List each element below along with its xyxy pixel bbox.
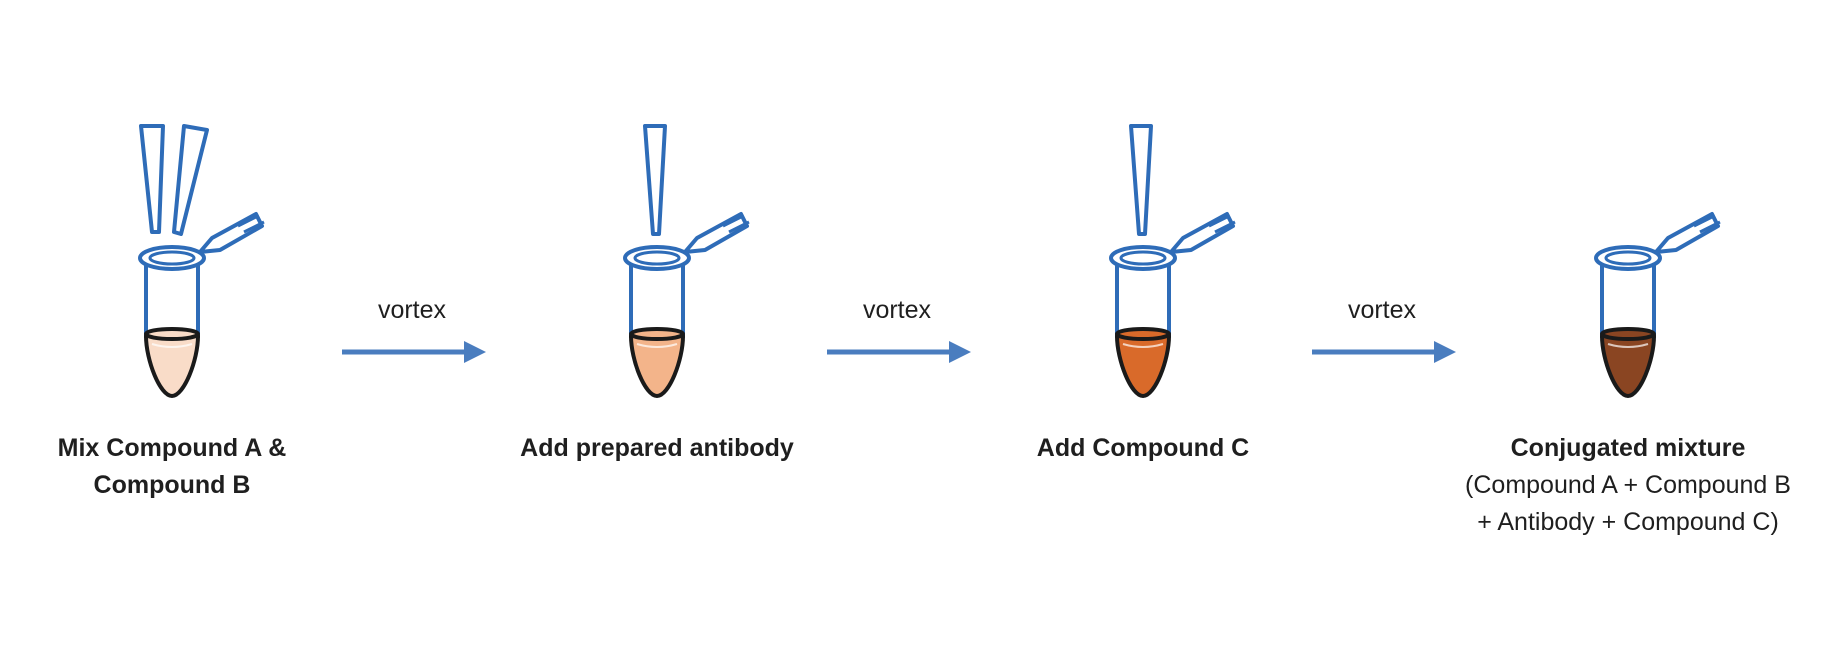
pipette-tip-icon — [643, 124, 667, 236]
step-2-label: Add prepared antibody — [520, 430, 794, 467]
step-2-label-line-1: Add prepared antibody — [520, 434, 794, 462]
tube-1 — [138, 124, 265, 398]
tube-cap-strap — [683, 212, 749, 254]
liquid-surface — [1600, 327, 1656, 341]
tube-opening — [148, 250, 196, 266]
liquid-highlight — [1122, 343, 1164, 348]
tube-3 — [1109, 124, 1236, 398]
liquid-highlight — [636, 343, 678, 348]
tube-body-upper — [629, 264, 685, 338]
tube-body-upper — [1600, 264, 1656, 338]
step-4-sub-line-2: + Antibody + Compound C) — [1477, 508, 1779, 536]
step-1-label-line-1: Mix Compound A & — [57, 434, 287, 462]
tube-2 — [623, 124, 750, 398]
pipette-tip-icon — [172, 124, 209, 236]
vortex-label-1: vortex — [377, 296, 447, 324]
tube-liquid — [629, 334, 685, 398]
step-1-label-line-2: Compound B — [93, 471, 251, 499]
tube-body-upper — [1115, 264, 1171, 338]
tube-opening — [1119, 250, 1167, 266]
pipette-tip-icon — [139, 124, 165, 234]
liquid-highlight — [151, 343, 193, 348]
liquid-surface — [1115, 327, 1171, 341]
liquid-highlight — [1607, 343, 1649, 348]
step-3-label: Add Compound C — [1037, 430, 1249, 467]
tube-opening — [633, 250, 681, 266]
arrow-head-icon — [464, 341, 486, 363]
tube-body-upper — [144, 264, 200, 338]
tube-cap-tab — [1693, 214, 1721, 234]
tube-liquid — [1600, 334, 1656, 398]
arrow-head-icon — [1434, 341, 1456, 363]
tube-liquid — [1115, 334, 1171, 398]
tube-cap-tab — [1208, 214, 1236, 234]
tube-liquid — [144, 334, 200, 398]
vortex-label-2: vortex — [862, 296, 932, 324]
arrow-head-icon — [949, 341, 971, 363]
tube-cap-strap — [198, 212, 264, 254]
step-4-label: Conjugated mixture (Compound A + Compoun… — [1465, 430, 1791, 541]
tube-cap-strap — [1654, 212, 1720, 254]
pipette-tip-icon — [1129, 124, 1153, 236]
step-4-sub-line-1: (Compound A + Compound B — [1465, 471, 1791, 499]
liquid-surface — [629, 327, 685, 341]
tube-opening — [1604, 250, 1652, 266]
vortex-arrow-2 — [827, 341, 971, 363]
step-3-label-line-1: Add Compound C — [1036, 434, 1250, 462]
tube-4 — [1594, 212, 1721, 398]
vortex-label-3: vortex — [1347, 296, 1417, 324]
liquid-surface — [144, 327, 200, 341]
tube-cap-tab — [722, 214, 750, 234]
vortex-arrow-3 — [1312, 341, 1456, 363]
step-4-label-line-1: Conjugated mixture — [1510, 434, 1746, 462]
vortex-arrow-1 — [342, 341, 486, 363]
tube-cap-strap — [1169, 212, 1235, 254]
tube-cap-tab — [237, 214, 265, 234]
step-1-label: Mix Compound A & Compound B — [58, 430, 287, 504]
